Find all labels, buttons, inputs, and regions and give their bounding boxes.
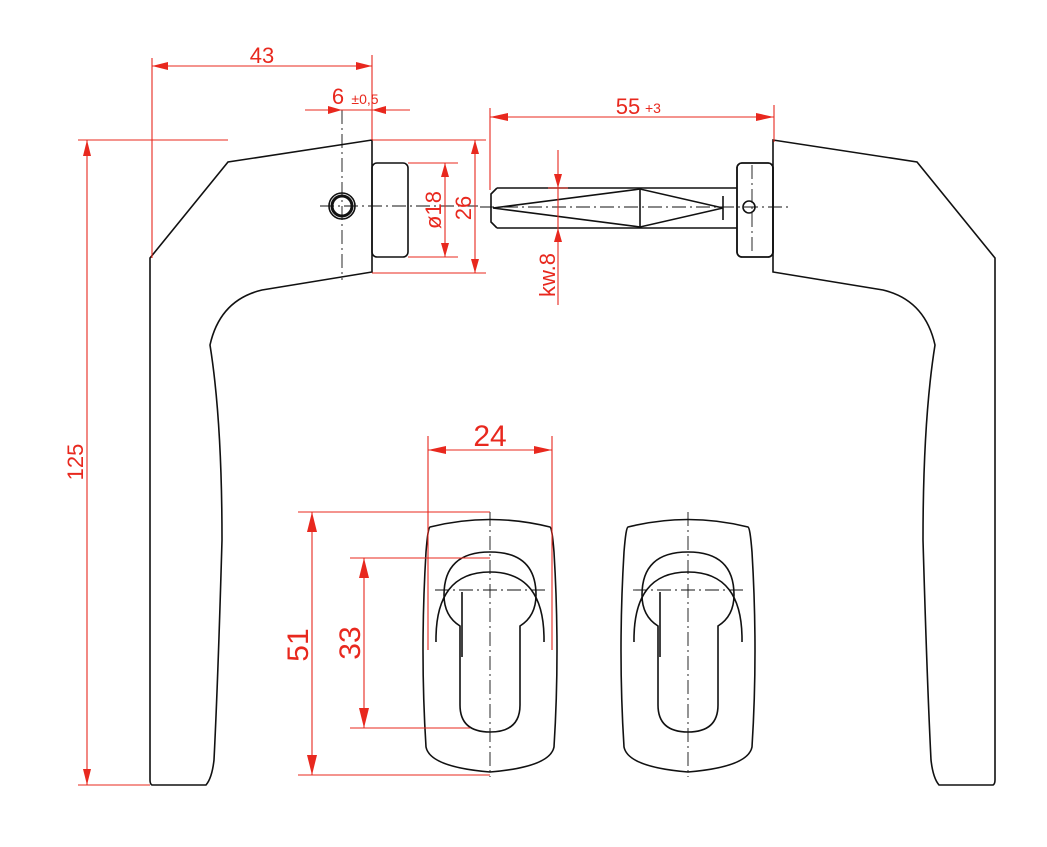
dim-rose-neck-diameter: ø18 <box>421 191 446 229</box>
dim-spindle-tolerance: +3 <box>645 100 661 116</box>
right-escutcheon <box>620 511 756 778</box>
dim-rose-height: 26 <box>451 196 476 220</box>
left-escutcheon <box>422 511 558 778</box>
right-handle <box>736 139 996 786</box>
dim-escutcheon-height: 51 <box>282 628 315 661</box>
dim-pin-offset: 6 <box>332 84 344 109</box>
dim-total-height: 125 <box>63 444 88 481</box>
dim-cylinder-hole-height: 33 <box>334 626 367 659</box>
dim-spindle-length: 55 <box>616 94 640 119</box>
dim-pin-offset-tolerance: ±0,5 <box>351 91 378 107</box>
dim-handle-length: 43 <box>250 43 274 68</box>
left-handle <box>149 110 480 786</box>
dim-escutcheon-width: 24 <box>473 420 506 453</box>
spindle <box>480 162 790 258</box>
dim-spindle-square: kw.8 <box>535 253 560 297</box>
dimensions: 43 6 ±0,5 55 +3 ø18 26 kw.8 125 <box>63 43 775 786</box>
